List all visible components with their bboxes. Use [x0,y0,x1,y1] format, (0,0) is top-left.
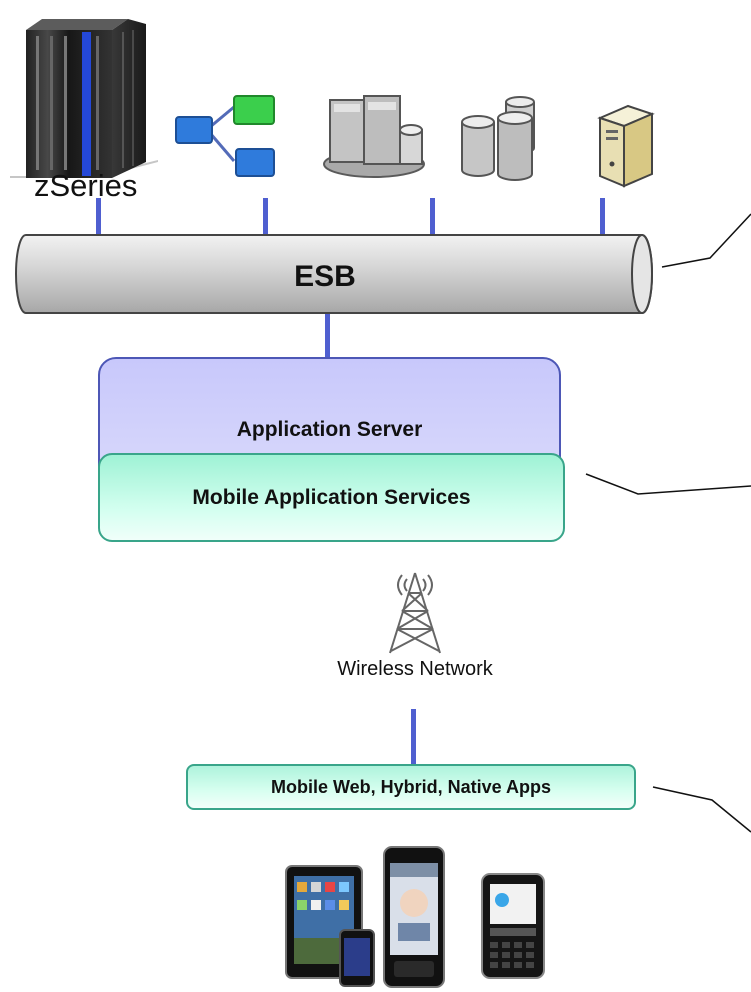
esb-bus-icon [14,234,654,314]
server-tower-icon [597,104,655,188]
connector-workflow-esb [263,198,268,235]
smartphone-icon [383,846,445,988]
blackberry-phone-icon [481,873,545,979]
mobile-apps-label: Mobile Web, Hybrid, Native Apps [270,776,552,797]
esb-label: ESB [294,260,356,293]
connector-database-esb [600,198,605,235]
connector-cluster-esb [430,198,435,235]
mobile-apps-box: Mobile Web, Hybrid, Native Apps [186,764,636,810]
database-icon [461,96,535,181]
connector-esb-app-server [325,313,330,357]
tablet-icon [285,865,375,987]
application-server-label: Application Server [236,418,423,441]
mobile-application-services-label: Mobile Application Services [192,485,471,509]
zseries-label: zSeries [34,168,138,203]
connector-network-apps [411,709,416,765]
connector-mainframe-esb [96,198,101,235]
wireless-network-label: Wireless Network [337,658,493,680]
workflow-icon [175,95,275,177]
cell-tower-icon [389,572,441,654]
mobile-application-services-box: Mobile Application Services [98,453,565,542]
mainframe-icon [10,19,158,178]
server-cluster-icon [323,95,425,178]
